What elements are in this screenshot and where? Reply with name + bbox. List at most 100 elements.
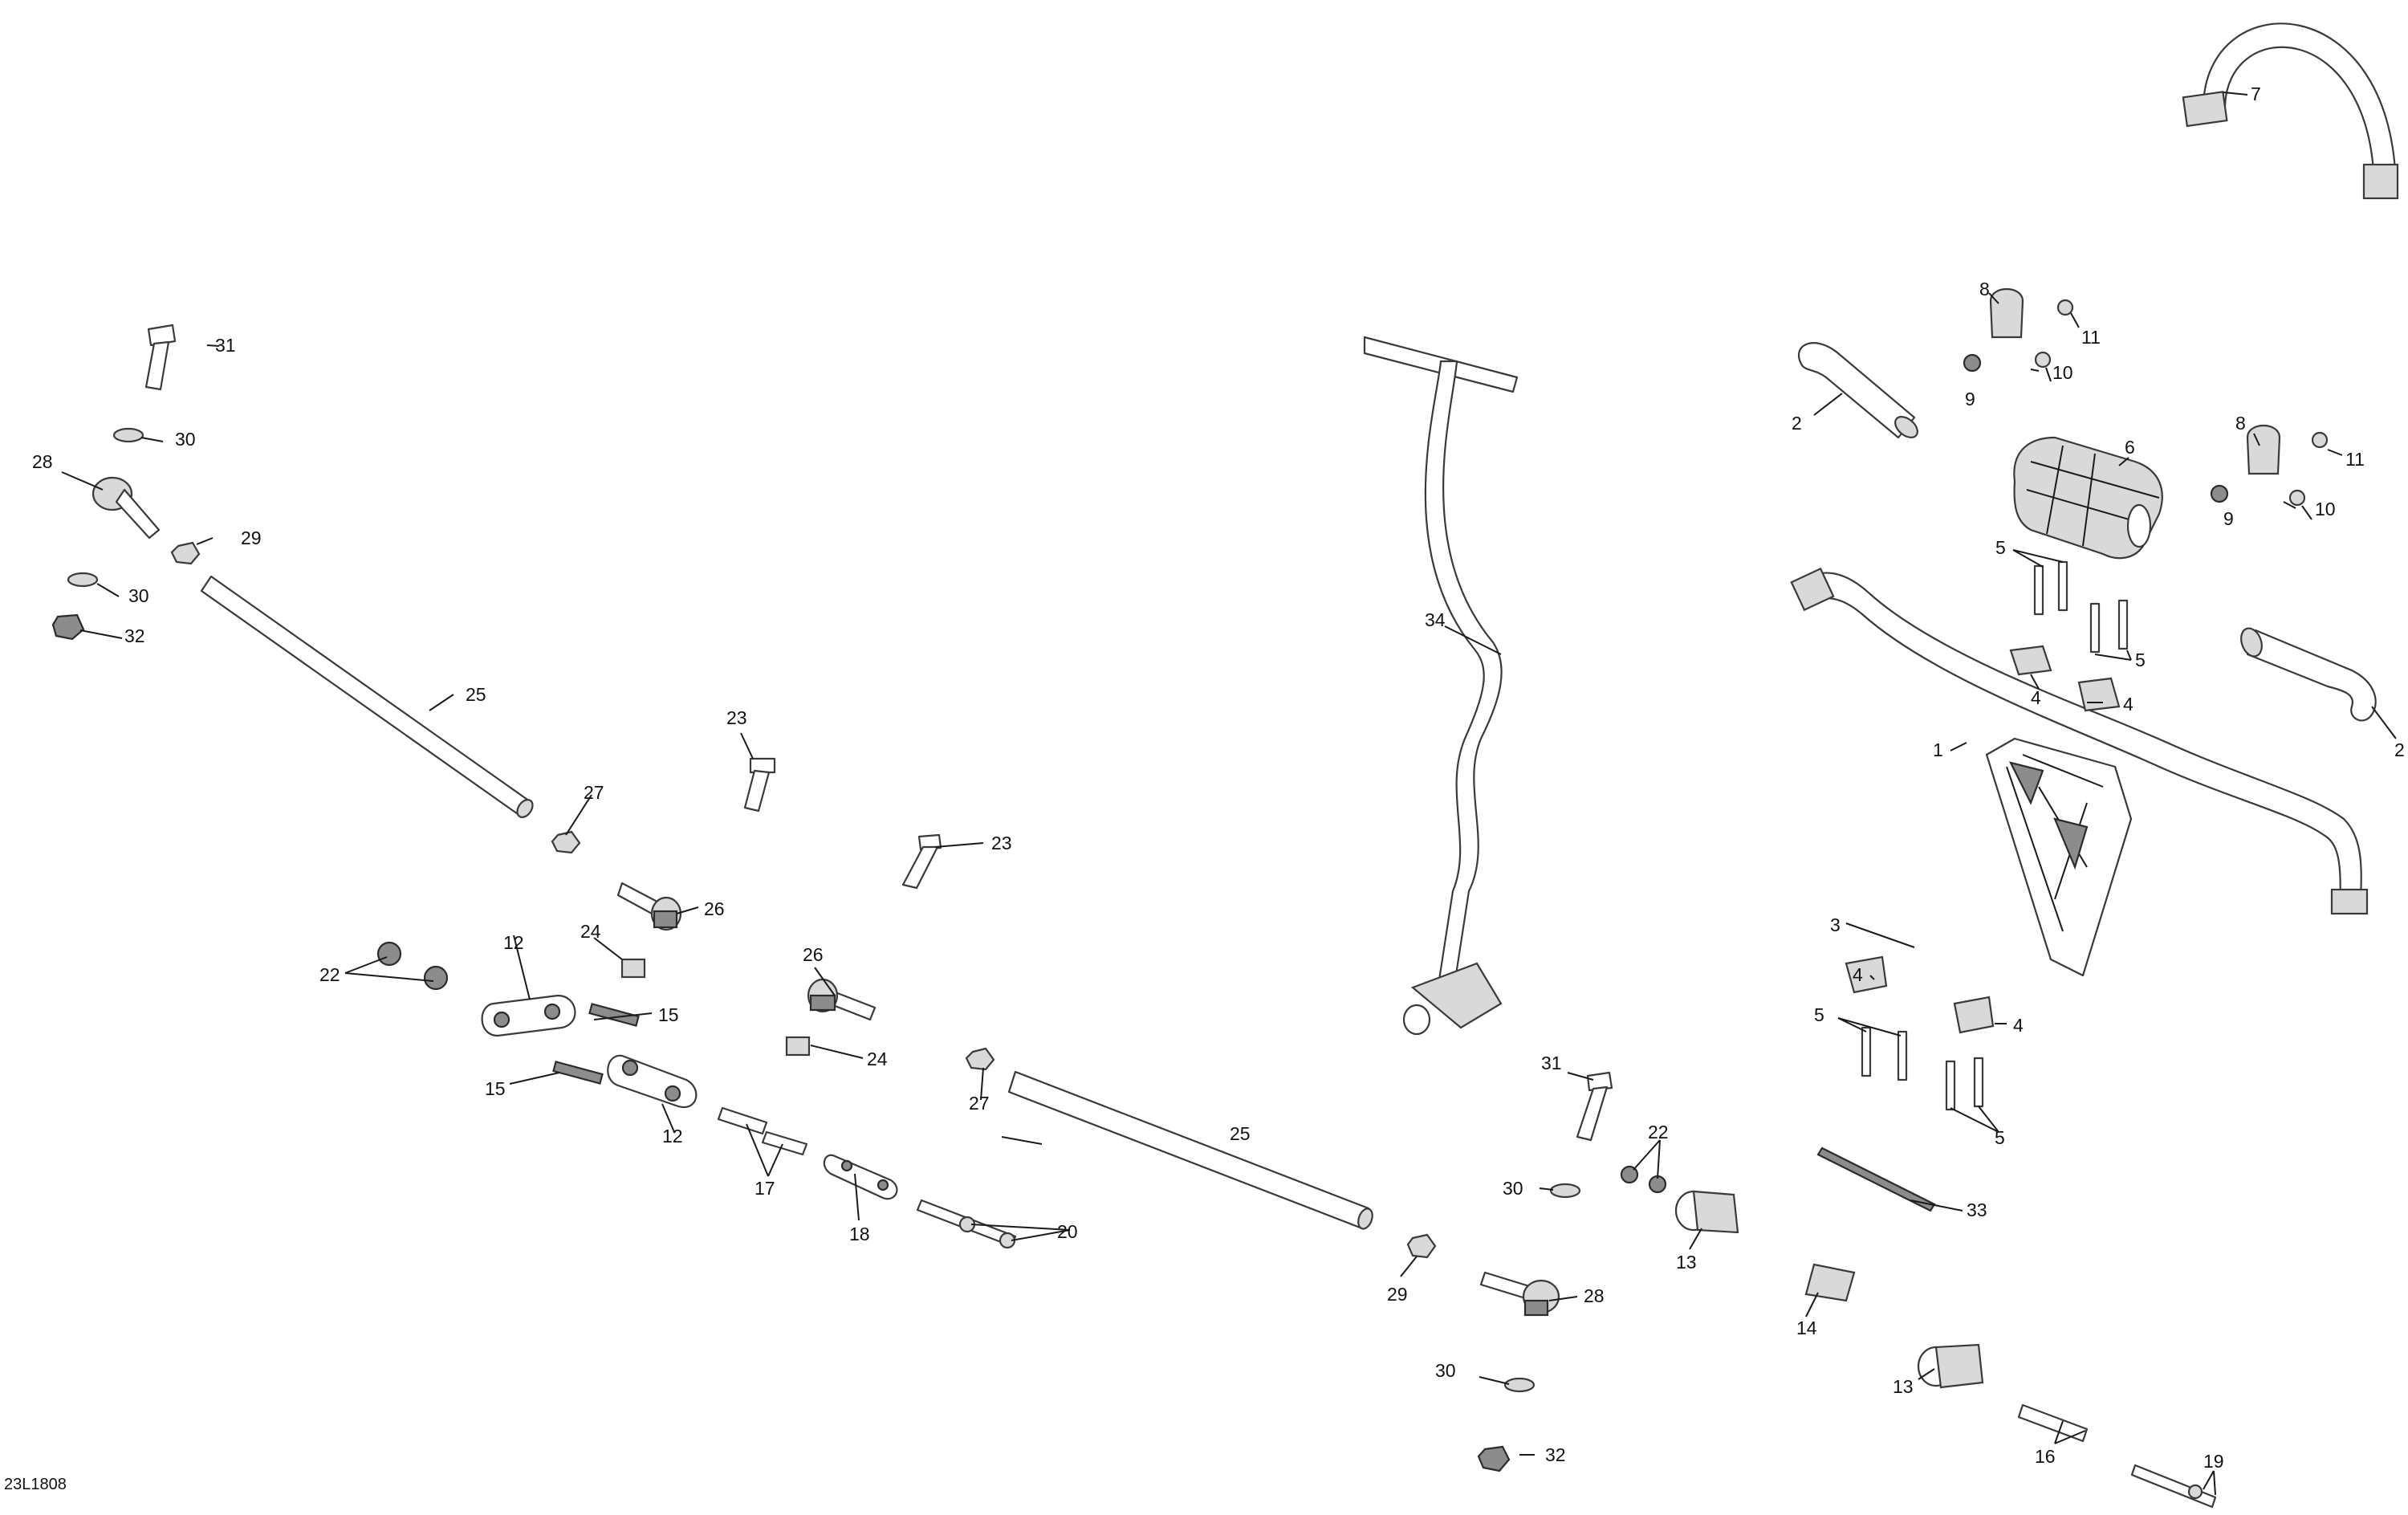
callout-19: 19: [2203, 1451, 2224, 1472]
callout-5-a: 5: [1995, 537, 2006, 558]
hardware-nuts-9-10-11: [1963, 299, 2329, 507]
hardware-link-18: [823, 1154, 898, 1200]
hardware-washer-30c: [1549, 1183, 1581, 1199]
callout-30-a: 30: [175, 429, 196, 450]
hardware-clip-8-lower: [2246, 425, 2281, 475]
hardware-nut-29-center: [1406, 1233, 1437, 1259]
hardware-bolt-19: [2130, 1464, 2217, 1509]
hardware-bushings-17: [717, 1106, 808, 1156]
part-riser-plate: [1985, 737, 2133, 977]
hardware-pin-23b: [901, 833, 942, 890]
hardware-nut-27b: [965, 1047, 995, 1071]
hardware-tie-rod-end-26b: [807, 978, 877, 1021]
callout-11-upper: 11: [2081, 327, 2101, 348]
callout-23-b: 23: [991, 833, 1012, 853]
callout-25-left: 25: [466, 684, 486, 705]
hardware-pin-23a: [743, 757, 776, 812]
callout-3: 3: [1830, 914, 1841, 935]
callout-5-b: 5: [2135, 650, 2146, 670]
hardware-bolt-31-upper: [144, 324, 177, 391]
part-grip-upper: [1797, 342, 1918, 439]
callout-7: 7: [2251, 83, 2261, 104]
callout-15-lower: 15: [485, 1078, 506, 1099]
callout-2-upper: 2: [1792, 413, 1802, 434]
callout-26-b: 26: [803, 944, 824, 965]
callout-12-upper: 13: [1676, 1252, 1697, 1273]
part-handlebar-pad: [2013, 436, 2163, 560]
callout-4-b: 4: [2123, 694, 2133, 715]
callout-27-a: 27: [584, 782, 604, 803]
callout-31-upper: 31: [215, 335, 236, 356]
hardware-spacer-24b: [785, 1036, 811, 1057]
callout-10-lower: 10: [2315, 499, 2336, 519]
hardware-bolts-5-lower: [1861, 1026, 1984, 1111]
hardware-nut-32-left: [51, 613, 85, 641]
hardware-nuts-22: [376, 941, 449, 991]
hardware-bolt-31-lower: [1576, 1071, 1613, 1142]
hardware-bolt-20: [916, 1199, 1017, 1249]
callout-11-lower: 11: [2345, 449, 2365, 470]
hardware-ball-joint-28-center: [1479, 1271, 1560, 1317]
hardware-bearing-12b: [1917, 1343, 1984, 1389]
hardware-strap-33: [1816, 1146, 1936, 1212]
callout-31-lower: 31: [1541, 1053, 1562, 1073]
callout-23-a: 23: [726, 707, 747, 728]
callout-1: 1: [1933, 739, 1943, 760]
callout-4-d: 4: [2013, 1015, 2024, 1036]
hardware-nut-29-left: [170, 541, 201, 565]
hardware-spacer-24a: [620, 958, 646, 979]
hardware-washer-30b: [67, 572, 99, 588]
hardware-pin-15a: [588, 1003, 640, 1027]
hardware-nut-32-center: [1477, 1445, 1511, 1472]
part-grab-handle: [2182, 22, 2399, 200]
hardware-ball-joint-28-left: [92, 476, 161, 540]
callout-8-lower: 8: [2235, 413, 2246, 434]
hardware-pin-15b: [552, 1061, 604, 1085]
callout-30-c: 30: [1503, 1178, 1523, 1199]
callout-25-center: 25: [1230, 1123, 1251, 1144]
callout-26-a: 26: [704, 898, 725, 919]
callout-18: 18: [849, 1224, 870, 1244]
callout-28-left: 28: [32, 451, 53, 472]
part-tie-rod-center: [1007, 1070, 1373, 1230]
callout-32-center: 32: [1545, 1444, 1566, 1465]
callout-29-left: 29: [241, 527, 262, 548]
callout-4-a: 4: [2031, 687, 2041, 708]
callout-8-upper: 8: [1979, 279, 1990, 299]
callout-numbers: 7 8 11 9 10 2 6 8 11 9 10 5 5 4 4 2 1 3 …: [4, 83, 2405, 1493]
callout-6: 6: [2125, 437, 2135, 458]
callout-24-a: 24: [580, 921, 601, 942]
callout-22: 22: [319, 964, 340, 985]
callout-29-center: 29: [1387, 1284, 1408, 1305]
hardware-clamp-13b: [607, 1054, 698, 1109]
callout-13-upper: 12: [503, 932, 524, 953]
hardware-washer-30a: [112, 427, 144, 443]
hardware-tie-rod-end-26a: [616, 882, 682, 931]
callout-4-c: 4: [1853, 964, 1863, 985]
callout-30-d: 30: [1435, 1360, 1456, 1381]
hardware-nut-27a: [551, 830, 581, 854]
callout-32-left: 32: [124, 625, 145, 646]
callout-30-b: 30: [128, 585, 149, 606]
hardware-clamps-4-lower: [1845, 955, 1995, 1034]
callout-9-upper: 9: [1965, 389, 1975, 409]
callout-14: 14: [1796, 1317, 1817, 1338]
part-steering-column: [1363, 336, 1519, 1036]
callout-28-center: 28: [1584, 1285, 1605, 1306]
part-handlebar: [1790, 567, 2369, 915]
callout-2-right: 2: [2394, 739, 2405, 760]
callout-17: 17: [755, 1178, 775, 1199]
part-grip-right: [2240, 627, 2377, 722]
hardware-nuts-21: [1620, 1165, 1667, 1194]
hardware-clamp-13a: [481, 994, 576, 1037]
callout-33: 33: [1967, 1199, 1987, 1220]
hardware-bushing-14: [1804, 1263, 1856, 1302]
document-id: 23L1808: [4, 1476, 67, 1493]
hardware-bolts-5-upper: [2033, 560, 2129, 654]
callout-24-b: 24: [867, 1049, 888, 1069]
callout-12-lower: 13: [1893, 1376, 1914, 1397]
hardware-bearing-12a: [1674, 1190, 1739, 1234]
callout-15-upper: 15: [658, 1004, 679, 1025]
